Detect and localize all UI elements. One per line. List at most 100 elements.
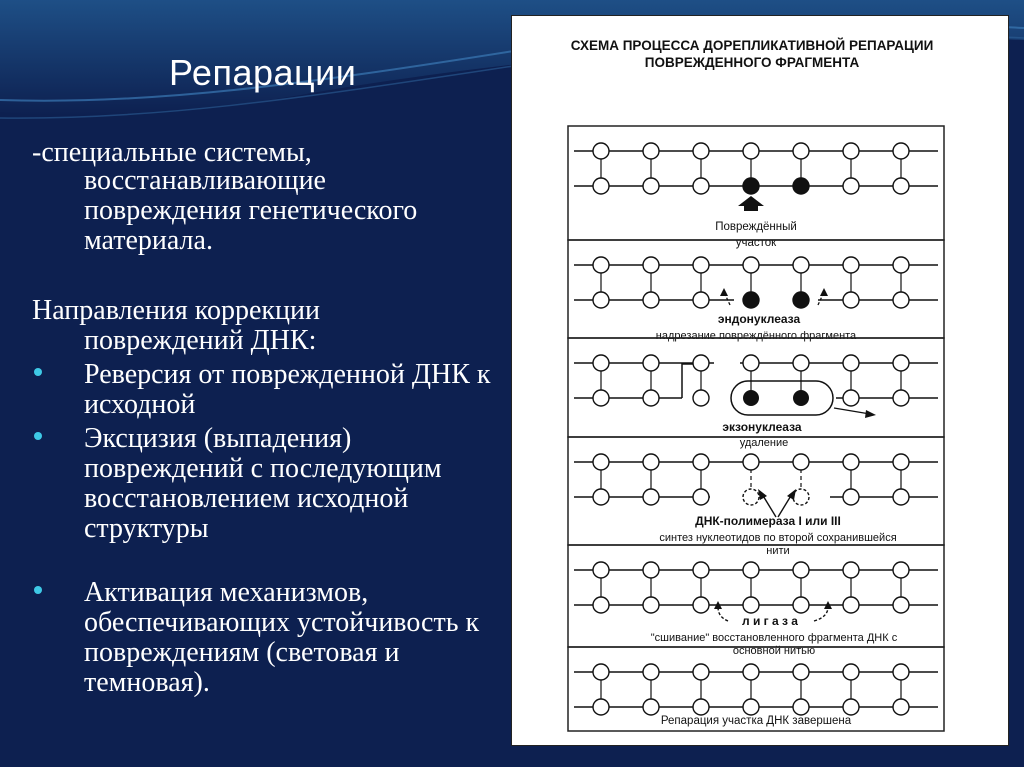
bullet-reversion: Реверсия от поврежденной ДНК к исходной (84, 359, 491, 420)
nucleotide-bottom (642, 389, 660, 407)
nucleotide-top (592, 663, 610, 681)
nucleotide-bottom (842, 177, 860, 195)
endonuclease-caption: надрезание повреждённого фрагмента (656, 330, 857, 342)
bullet-marker (34, 432, 42, 440)
nucleotide-bottom (592, 488, 610, 506)
bullet-activation: Активация механизмов, обеспечивающих уст… (84, 577, 480, 698)
nucleotide-top (842, 256, 860, 274)
stage-frame (567, 646, 945, 732)
nucleotide-bottom (892, 488, 910, 506)
definition-first-line: -специальные системы, (32, 137, 312, 168)
exonuclease-caption: удаление (740, 437, 789, 449)
damaged-nucleotide (742, 177, 760, 195)
exonuclease-label: экзонуклеаза (722, 420, 801, 434)
nucleotide-top (792, 354, 810, 372)
nucleotide-bottom (792, 698, 810, 716)
nucleotide-top (592, 142, 610, 160)
nucleotide-top (592, 256, 610, 274)
nucleotide-top (892, 256, 910, 274)
nucleotide-bottom (592, 389, 610, 407)
nucleotide-top (792, 561, 810, 579)
nucleotide-bottom (842, 698, 860, 716)
nucleotide-bottom (842, 389, 860, 407)
polymerase-caption-line2: нити (766, 545, 789, 557)
nucleotide-bottom (692, 177, 710, 195)
nucleotide-bottom (892, 389, 910, 407)
cut-arrow-head-icon (720, 288, 728, 296)
nucleotide-bottom (592, 291, 610, 309)
polymerase-arrow-head-icon (758, 489, 767, 500)
nucleotide-bottom (642, 698, 660, 716)
nucleotide-bottom (692, 389, 710, 407)
ligase-label: л и г а з а (742, 614, 798, 628)
endonuclease-label: эндонуклеаза (718, 312, 801, 326)
nucleotide-top (892, 561, 910, 579)
directions-heading-cont: повреждений ДНК: (84, 325, 317, 356)
nucleotide-bottom (892, 291, 910, 309)
nucleotide-top (692, 354, 710, 372)
polymerase-caption: синтез нуклеотидов по второй сохранившей… (659, 532, 896, 544)
nucleotide-top (742, 256, 760, 274)
polymerase-label: ДНК-полимераза I или III (695, 514, 841, 528)
nucleotide-top (842, 354, 860, 372)
nucleotide-top (592, 561, 610, 579)
bullet-excision: Эксцизия (выпадения) повреждений с после… (84, 423, 442, 544)
nucleotide-top (642, 663, 660, 681)
nucleotide-top (792, 453, 810, 471)
nucleotide-bottom (642, 177, 660, 195)
damaged-nucleotide (793, 390, 809, 406)
nucleotide-top (842, 561, 860, 579)
nucleotide-top (692, 256, 710, 274)
nucleotide-top (742, 453, 760, 471)
nucleotide-bottom (692, 488, 710, 506)
nucleotide-top (892, 142, 910, 160)
repair-scheme-diagram: СХЕМА ПРОЦЕССА ДОРЕПЛИКАТИВНОЙ РЕПАРАЦИИ… (567, 38, 945, 732)
nucleotide-top (692, 561, 710, 579)
repair-diagram-panel: СХЕМА ПРОЦЕССА ДОРЕПЛИКАТИВНОЙ РЕПАРАЦИИ… (511, 15, 1009, 746)
ligase-arrow-head-icon (824, 601, 832, 609)
nucleotide-bottom (642, 596, 660, 614)
damaged-nucleotide (742, 291, 760, 309)
damaged-nucleotide (792, 291, 810, 309)
nucleotide-top (692, 453, 710, 471)
nucleotide-top (742, 142, 760, 160)
nucleotide-top (642, 142, 660, 160)
nucleotide-top (892, 354, 910, 372)
nucleotide-top (792, 142, 810, 160)
nucleotide-top (792, 256, 810, 274)
nucleotide-top (792, 663, 810, 681)
nucleotide-bottom (842, 596, 860, 614)
cut-arrow-head-icon (820, 288, 828, 296)
nucleotide-bottom (892, 596, 910, 614)
ligase-arrow-head-icon (714, 601, 722, 609)
bullet-marker (34, 368, 42, 376)
nucleotide-top (892, 663, 910, 681)
excised-fragment (730, 380, 834, 416)
nucleotide-top (642, 453, 660, 471)
nucleotide-bottom (692, 596, 710, 614)
nucleotide-top (692, 663, 710, 681)
ligase-arrow-icon (813, 606, 829, 622)
polymerase-arrow-head-icon (787, 489, 796, 500)
nucleotide-top (592, 453, 610, 471)
nucleotide-bottom (592, 698, 610, 716)
nucleotide-bottom (792, 596, 810, 614)
damaged-nucleotide (792, 177, 810, 195)
nucleotide-bottom (842, 291, 860, 309)
nucleotide-bottom (692, 698, 710, 716)
nucleotide-bottom (742, 596, 760, 614)
slide-title: Репарации (169, 52, 357, 93)
nucleotide-top (842, 453, 860, 471)
nucleotide-top (892, 453, 910, 471)
nucleotide-bottom (742, 698, 760, 716)
nucleotide-bottom (642, 291, 660, 309)
definition-text: восстанавливающие повреждения генетическ… (84, 165, 418, 256)
bullet-marker (34, 586, 42, 594)
removal-arrow-icon (833, 407, 871, 415)
diagram-title: СХЕМА ПРОЦЕССА ДОРЕПЛИКАТИВНОЙ РЕПАРАЦИИ (571, 38, 934, 53)
nucleotide-top (692, 142, 710, 160)
polymerase-arrow-icon (761, 493, 777, 518)
polymerase-arrow-icon (777, 493, 793, 518)
nucleotide-top (642, 256, 660, 274)
nucleotide-top (642, 354, 660, 372)
